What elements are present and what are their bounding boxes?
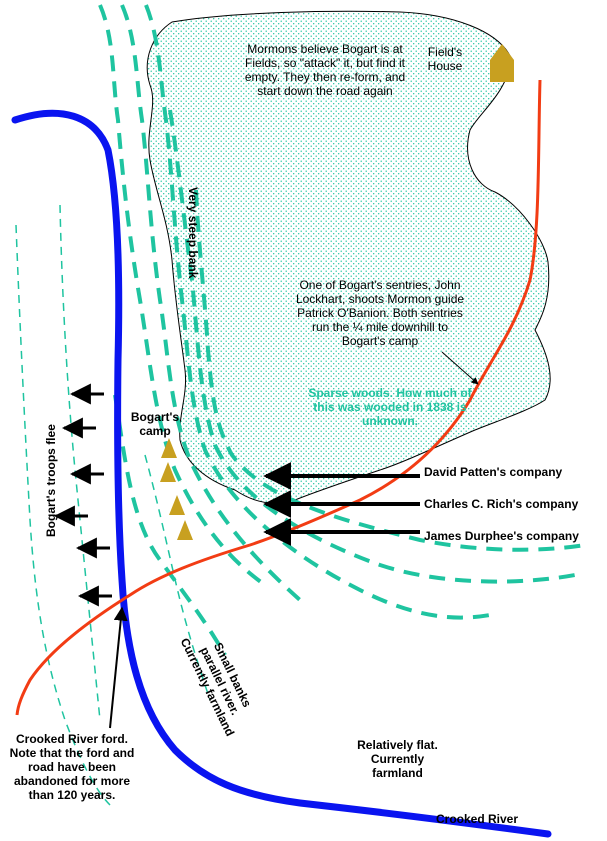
tent-icon [160,462,176,482]
mormons-note: Mormons believe Bogart is at Fields, so … [244,42,406,98]
company-arrows [263,462,420,546]
durphee-company-label: James Durphee's company [424,529,579,543]
fields-house-label: Field's House [427,45,463,73]
house-icon [490,44,514,82]
sparse-woods-label: Sparse woods. How much of this was woode… [308,386,472,428]
ford-pointer [109,606,128,729]
steep-bank-dashes [98,4,586,656]
ford-note: Crooked River ford. Note that the ford a… [9,732,135,802]
crooked-river [11,109,552,838]
flat-note: Relatively flat. Currently farmland [357,738,438,780]
sentries-note: One of Bogart's sentries, John Lockhart,… [295,278,465,348]
flee-arrows [53,383,112,607]
bogarts-camp-label: Bogart's camp [130,410,180,438]
bogarts-camp-tents [160,438,193,540]
tent-icon [169,495,185,515]
crooked-river-label: Crooked River [436,812,519,826]
road [15,79,542,716]
tent-icon [177,520,193,540]
patten-company-label: David Patten's company [424,465,563,479]
steep-bank-label: Very steep bank [186,187,200,279]
troops-flee-label: Bogart's troops flee [44,424,58,537]
tent-icon [161,438,177,458]
rich-company-label: Charles C. Rich's company [424,497,579,511]
sentries-pointer [441,351,479,385]
small-bank-dashes [15,204,211,806]
